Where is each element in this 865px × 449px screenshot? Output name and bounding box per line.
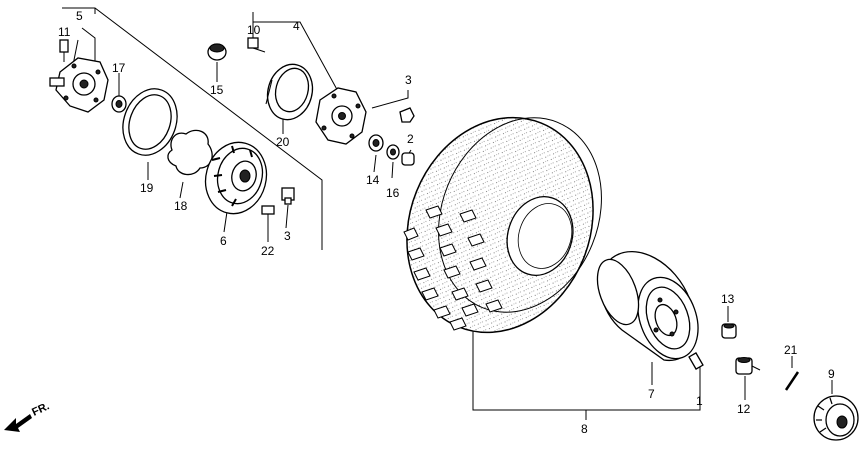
label-part-9: 9	[828, 367, 835, 381]
nut-part-13	[721, 323, 737, 339]
label-part-15: 15	[210, 83, 224, 97]
label-part-17: 17	[112, 61, 126, 75]
front-direction-label: FR.	[30, 400, 51, 418]
seal-part-20	[265, 63, 314, 121]
label-part-13: 13	[721, 292, 735, 306]
tire	[403, 116, 602, 334]
front-direction-arrow: FR.	[4, 400, 51, 432]
label-part-3-upper: 3	[405, 73, 412, 87]
bearing-part-17	[111, 95, 127, 113]
hub-part-5	[49, 57, 109, 113]
brake-drum-part-6	[204, 141, 268, 215]
nut-part-3-upper	[399, 107, 415, 123]
label-part-20: 20	[276, 135, 290, 149]
label-part-4: 4	[293, 19, 300, 33]
bolt-part-22	[261, 205, 275, 222]
label-part-2: 2	[407, 132, 414, 146]
label-part-19: 19	[140, 181, 154, 195]
seal-ring-part-19	[122, 88, 178, 156]
label-part-16: 16	[386, 186, 400, 200]
gasket-part-18	[167, 129, 213, 176]
label-part-22: 22	[261, 244, 275, 258]
cotter-pin-part-21	[784, 371, 800, 391]
label-part-8: 8	[581, 422, 588, 436]
label-part-6: 6	[220, 234, 227, 248]
label-part-3-lower: 3	[284, 229, 291, 243]
cap-part-9	[813, 395, 859, 441]
wheel-rim-part-7	[596, 251, 699, 361]
bolt-part-11	[59, 39, 69, 62]
nut-part-12	[735, 357, 761, 375]
part-number-labels: 5 11 17 19 18 6 22 3 10 4 15 20 3 2 14 1…	[58, 9, 835, 436]
nut-part-3-lower	[281, 187, 295, 205]
label-part-1: 1	[696, 394, 703, 408]
bolt-part-10	[247, 37, 266, 53]
label-part-5: 5	[76, 9, 83, 23]
label-part-21: 21	[784, 343, 798, 357]
label-part-11: 11	[58, 25, 71, 39]
valve-part-1	[688, 352, 704, 370]
label-part-14: 14	[366, 173, 380, 187]
label-part-7: 7	[648, 387, 655, 401]
collar-part-16	[386, 144, 400, 160]
collar-part-2	[401, 152, 415, 166]
label-part-10: 10	[247, 23, 261, 37]
label-part-18: 18	[174, 199, 188, 213]
bearing-part-14	[368, 134, 384, 152]
hub-plate-part-4	[315, 87, 367, 145]
cap-part-15	[207, 43, 227, 61]
label-part-12: 12	[737, 402, 751, 416]
